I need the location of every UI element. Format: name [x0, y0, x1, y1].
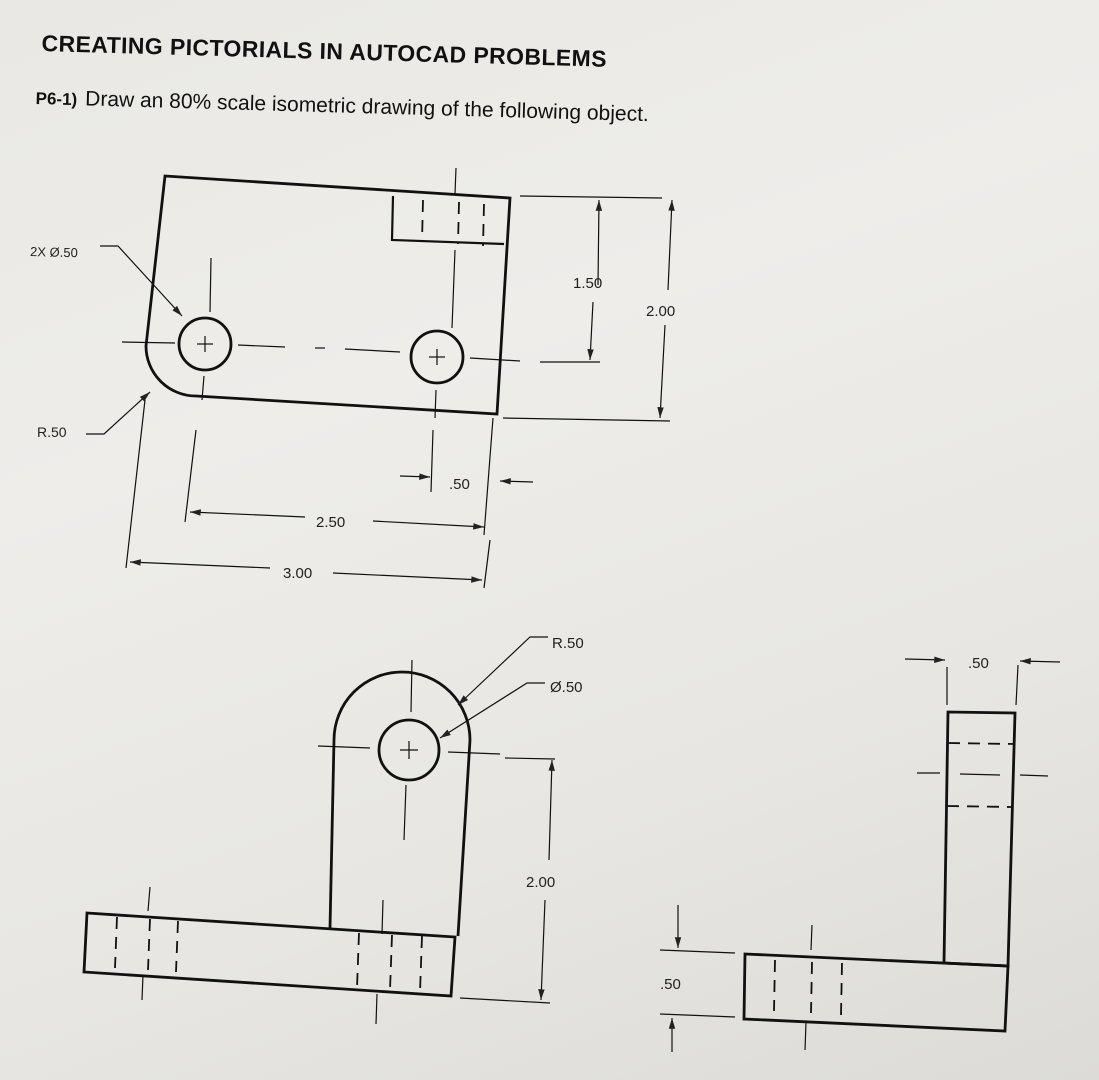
dim-offset: .50 — [449, 476, 470, 493]
dim-front-height: 2.00 — [526, 874, 555, 891]
top-view-dimension-lines — [129, 199, 675, 583]
dim-base-thickness: .50 — [660, 976, 681, 993]
front-view-base — [82, 911, 457, 998]
side-view-base — [742, 952, 1010, 1033]
front-view-hidden-lines — [114, 916, 423, 993]
side-view-extension-lines — [659, 664, 1019, 1018]
dim-overall-depth: 2.00 — [646, 303, 675, 320]
top-view-hole-right — [409, 329, 465, 385]
side-view-centerlines — [804, 772, 1049, 1051]
top-view-extension-lines — [125, 195, 671, 589]
callout-radius-top: R.50 — [37, 424, 67, 440]
callout-holes: 2X Ø.50 — [30, 244, 78, 260]
dim-hole-height: 1.50 — [573, 275, 602, 292]
dim-upright-thickness: .50 — [968, 655, 989, 672]
callout-radius-front: R.50 — [552, 635, 584, 652]
top-view-centerlines — [121, 167, 521, 419]
callout-hole-front: Ø.50 — [550, 679, 583, 696]
top-view-leaders — [86, 245, 183, 435]
front-view — [82, 636, 556, 1025]
top-view-labels: 2X Ø.50 R.50 1.50 2.00 .50 2.50 3.00 — [30, 244, 675, 582]
side-view-upright — [942, 710, 1017, 968]
dim-hole-spacing: 2.50 — [316, 514, 345, 531]
top-view-hidden-lines — [421, 199, 485, 247]
top-view-outline — [144, 174, 512, 416]
front-view-centerlines — [141, 659, 501, 1025]
top-view — [86, 167, 675, 589]
side-view-labels: .50 .50 — [660, 655, 989, 993]
top-view-hole-left — [177, 316, 233, 372]
front-view-labels: R.50 Ø.50 2.00 — [526, 635, 584, 891]
front-view-leaders — [439, 636, 548, 739]
side-view-hidden-lines — [773, 742, 1015, 1016]
front-view-hole — [377, 718, 441, 782]
side-view-dimension-lines — [668, 656, 1061, 1052]
side-view — [659, 656, 1061, 1052]
top-view-slot — [390, 195, 505, 246]
front-view-dimension-lines — [538, 759, 555, 1001]
front-view-extension-lines — [459, 757, 556, 1004]
front-view-upright — [328, 670, 472, 937]
dim-overall-width: 3.00 — [283, 565, 312, 582]
